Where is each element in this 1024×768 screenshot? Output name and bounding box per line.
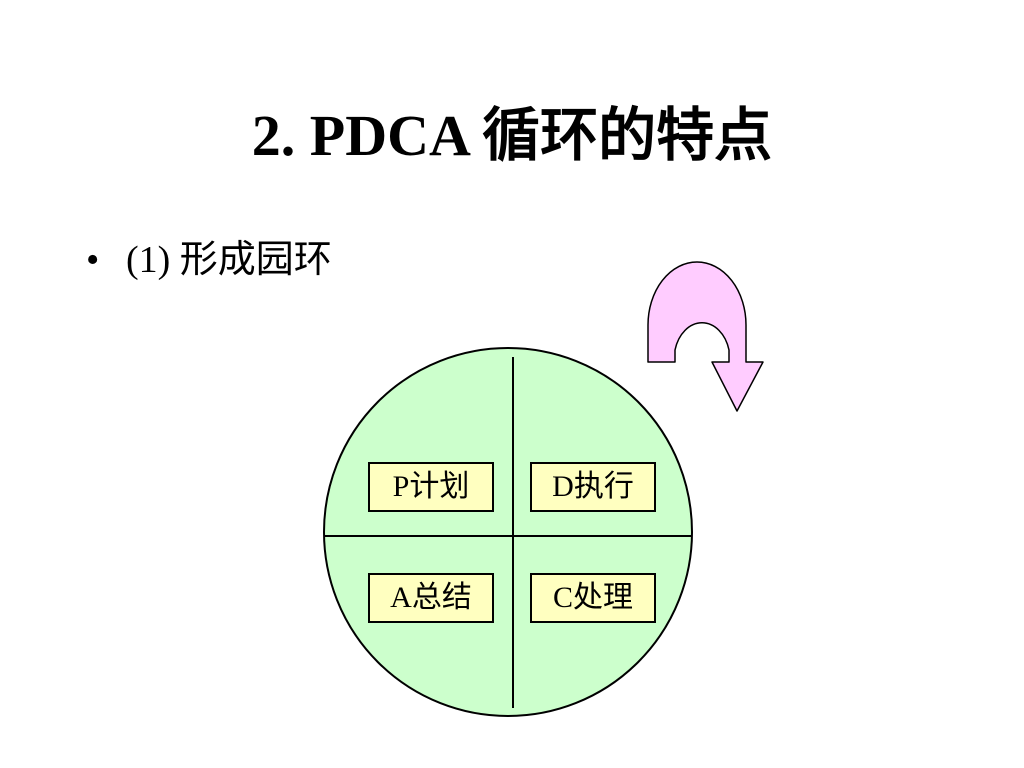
bullet-dot-icon: • (86, 239, 100, 281)
bullet-item: • (1) 形成园环 (86, 232, 332, 288)
do-box: D执行 (530, 462, 656, 512)
plan-box: P计划 (368, 462, 494, 512)
cycle-circle-icon (323, 347, 693, 717)
bullet-text: (1) 形成园环 (126, 239, 332, 281)
check-box: C处理 (530, 573, 656, 623)
act-box: A总结 (368, 573, 494, 623)
slide-title: 2. PDCA 循环的特点 (251, 103, 773, 168)
clockwise-arrow-icon (647, 261, 764, 412)
